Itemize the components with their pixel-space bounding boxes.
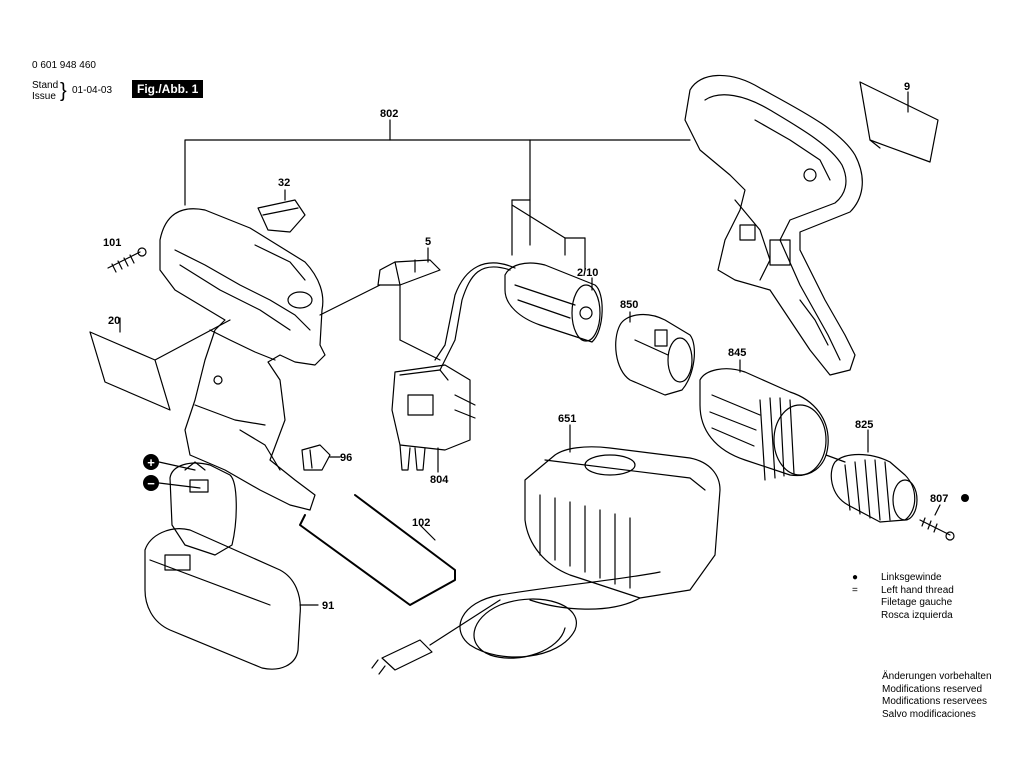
switch-804 <box>391 364 476 473</box>
nameplate-9 <box>859 81 939 163</box>
housing-half-right <box>684 74 863 376</box>
notice-line-es: Salvo modificaciones <box>882 708 976 720</box>
gear-ring-850 <box>615 311 696 396</box>
label-20: 20 <box>108 315 120 327</box>
legend-line-fr: Filetage gauche <box>881 597 953 608</box>
label-850: 850 <box>620 299 638 311</box>
housing-half-left <box>159 208 326 511</box>
label-802: 802 <box>380 108 398 120</box>
bracket-802 <box>184 119 691 271</box>
issue-date: 01-04-03 <box>72 85 113 96</box>
label-807: 807 <box>930 493 948 505</box>
label-5: 5 <box>425 236 431 248</box>
issue-label: Issue <box>32 91 56 102</box>
switch-slider-5 <box>319 247 441 361</box>
label-9: 9 <box>904 81 910 93</box>
notice-line-en: Modifications reserved <box>882 683 983 695</box>
label-2-10: 2/10 <box>577 267 598 279</box>
label-91: 91 <box>322 600 334 612</box>
charger-651 <box>524 424 721 610</box>
gearbox-845 <box>699 359 846 481</box>
screw-807 <box>919 504 955 541</box>
label-101: 101 <box>103 237 121 249</box>
wire-bracket-102 <box>299 494 456 606</box>
legend-line-es: Rosca izquierda <box>881 609 953 621</box>
legend-marker: ● = <box>852 572 859 596</box>
left-hand-thread-marker <box>961 494 969 502</box>
nameplate-20 <box>89 317 231 411</box>
brace: } <box>60 80 67 102</box>
label-96: 96 <box>340 452 352 464</box>
clip-96 <box>301 444 341 471</box>
label-651: 651 <box>558 413 576 425</box>
screw-101 <box>107 247 147 273</box>
chuck-825 <box>830 429 918 523</box>
notice-line-de: Änderungen vorbehalten <box>882 671 992 682</box>
part-number: 0 601 948 460 <box>32 60 96 71</box>
minus-sign: − <box>147 476 155 491</box>
label-825: 825 <box>855 419 873 431</box>
minus-terminal-icon: − <box>143 475 201 491</box>
plus-sign: + <box>147 455 155 470</box>
label-845: 845 <box>728 347 746 359</box>
legend-line-de: Linksgewinde <box>881 572 942 583</box>
plus-terminal-icon: + <box>143 454 196 471</box>
legend-line-en: Left hand thread <box>881 584 954 596</box>
label-102: 102 <box>412 517 430 529</box>
battery-91 <box>144 461 319 670</box>
notice-line-fr: Modifications reservees <box>882 696 988 707</box>
label-804: 804 <box>430 474 449 486</box>
stand-label: Stand <box>32 80 59 91</box>
figure-label: Fig./Abb. 1 <box>132 80 204 98</box>
modification-notice: Änderungen vorbehalten Modifications res… <box>882 671 992 721</box>
charger-cable <box>371 571 661 675</box>
motor-2-10 <box>434 262 603 371</box>
part-32 <box>257 189 306 233</box>
label-32: 32 <box>278 177 290 189</box>
